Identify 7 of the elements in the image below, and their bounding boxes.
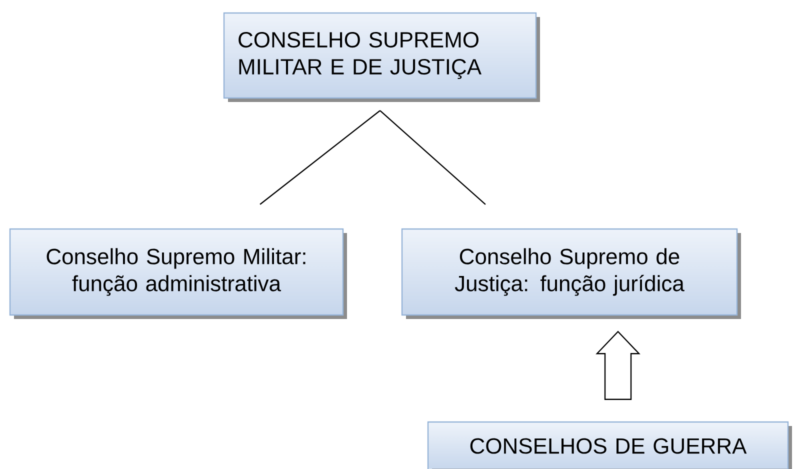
process-box: CONSELHOS DE GUERRA xyxy=(427,421,792,469)
connector-line xyxy=(260,110,380,205)
process-box: Conselho Supremo de Justiça: função jurídica xyxy=(401,228,741,319)
block-arrow xyxy=(596,330,640,400)
process-box: Conselho Supremo Militar: função administrativa xyxy=(9,228,347,319)
process-box: CONSELHO SUPREMO MILITAR E DE JUSTIÇA xyxy=(223,12,540,102)
connector-line xyxy=(380,110,486,205)
